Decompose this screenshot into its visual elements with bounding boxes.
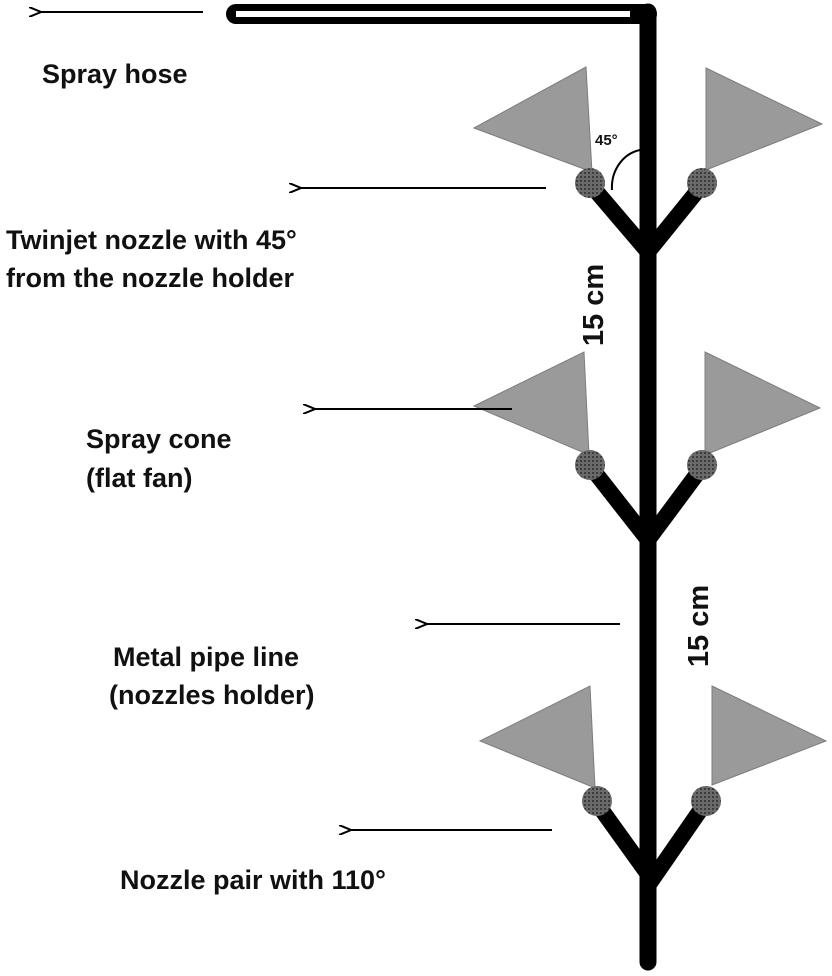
label-twinjet-line1: Twinjet nozzle with 45° — [6, 225, 297, 255]
nozzle-pair-middle — [472, 351, 822, 554]
label-twinjet-line2: from the nozzle holder — [6, 263, 295, 293]
label-metal-pipe-line1: Metal pipe line — [113, 642, 299, 672]
angle-arc — [610, 149, 641, 191]
spray-cone-bottom-right — [711, 685, 828, 786]
nozzle-pair-top — [472, 66, 824, 265]
label-spacing-lower: 15 cm — [683, 585, 715, 667]
nozzle-top-right — [687, 168, 717, 198]
label-spray-cone-line2: (flat fan) — [86, 463, 192, 493]
label-spray-hose: Spray hose — [42, 59, 188, 89]
nozzle-branch-top — [583, 178, 710, 265]
nozzle-middle-right — [687, 450, 717, 480]
label-nozzle-pair: Nozzle pair with 110° — [120, 865, 386, 895]
label-spray-cone-line1: Spray cone — [86, 424, 232, 454]
spray-cone-middle-left — [472, 351, 590, 456]
spray-cone-top-right — [705, 67, 824, 171]
nozzle-branch-middle — [583, 461, 710, 554]
label-spacing-upper: 15 cm — [578, 264, 610, 346]
label-metal-pipe-line2: (nozzles holder) — [109, 680, 315, 710]
nozzle-pair-bottom — [478, 685, 828, 894]
nozzle-bottom-right — [691, 786, 721, 816]
nozzle-bottom-left — [582, 786, 612, 816]
nozzle-branch-bottom — [589, 797, 713, 894]
spray-cone-middle-right — [704, 351, 822, 456]
nozzle-top-left — [575, 168, 605, 198]
label-angle: 45° — [595, 132, 618, 149]
arrows — [40, 12, 620, 830]
spray-cone-top-left — [472, 66, 593, 173]
nozzle-middle-left — [575, 450, 605, 480]
spray-cone-bottom-left — [478, 685, 596, 789]
